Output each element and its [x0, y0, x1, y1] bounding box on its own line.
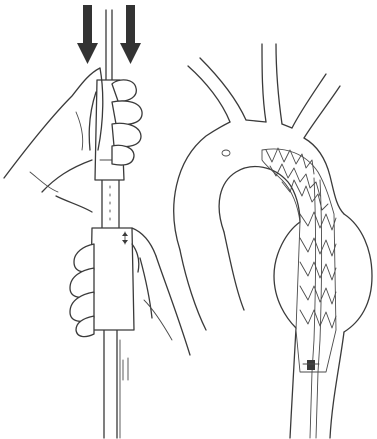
- down-arrow-icon: [120, 5, 141, 64]
- delivery-catheter: [102, 10, 128, 438]
- descending-aorta: [290, 328, 344, 438]
- down-arrow-icon: [77, 5, 98, 64]
- catheter-tip-marker: [303, 360, 319, 370]
- aneurysm-sac: [274, 214, 372, 332]
- lower-handle: [90, 228, 134, 330]
- aortic-arch-panel: [174, 44, 372, 438]
- deployed-stent-graft: [262, 148, 336, 438]
- branch-vessels: [188, 44, 340, 138]
- delivery-system-panel: [4, 5, 190, 438]
